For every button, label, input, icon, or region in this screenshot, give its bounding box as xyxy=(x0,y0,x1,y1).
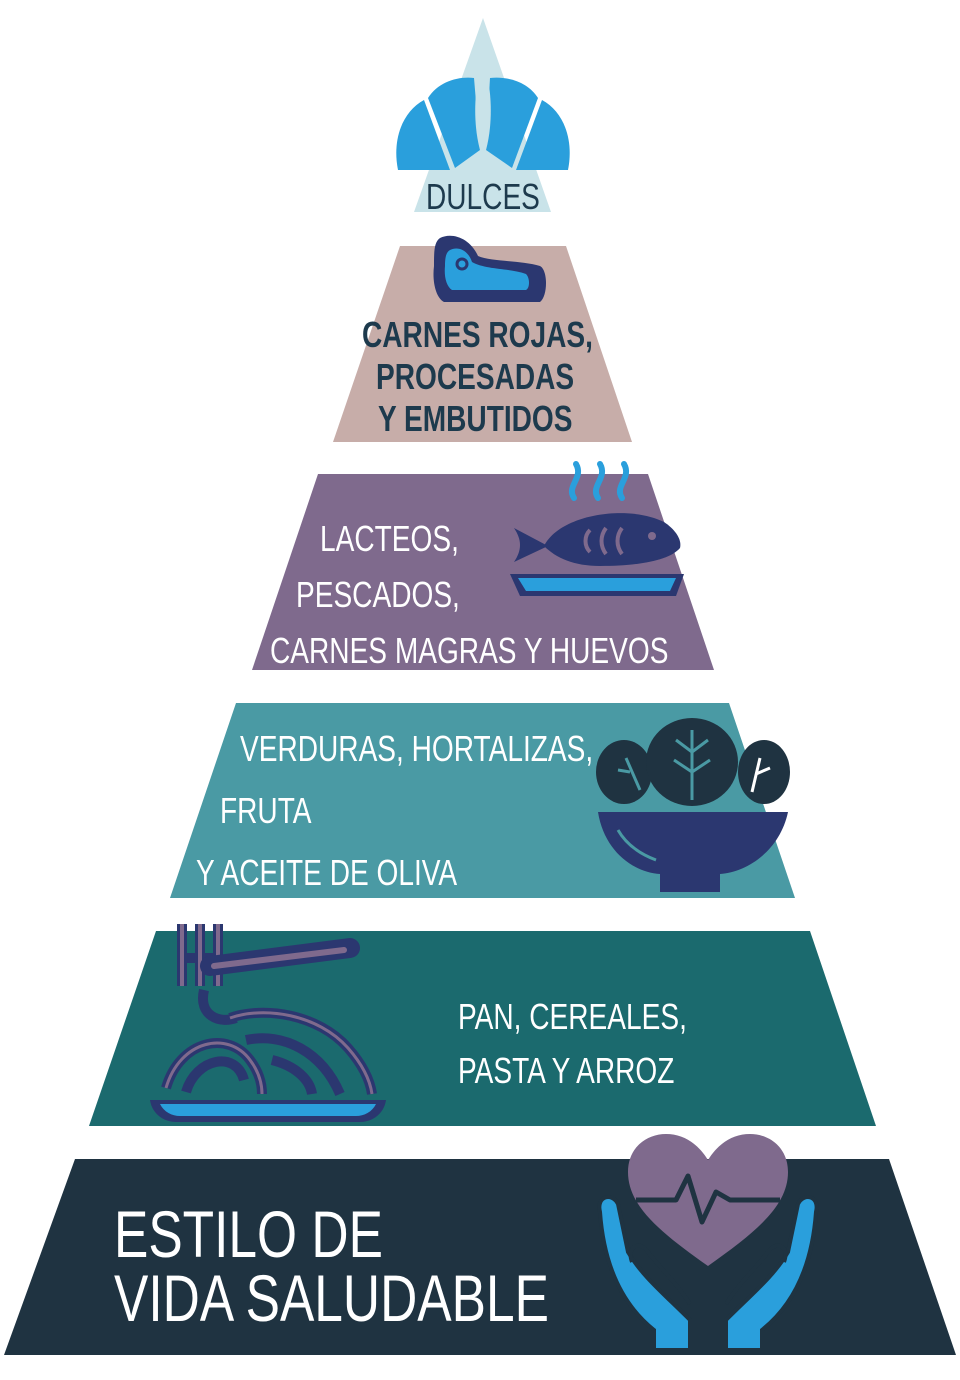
band-carnes-rojas xyxy=(333,246,632,442)
croissant-icon xyxy=(396,77,570,170)
label-dulces: DULCES xyxy=(426,176,540,217)
label-carnes-rojas-line1: CARNES ROJAS, xyxy=(362,314,593,355)
label-lacteos-line3: CARNES MAGRAS Y HUEVOS xyxy=(270,630,669,671)
label-estilo-line2: VIDA SALUDABLE xyxy=(114,1261,549,1335)
fish-plate-icon xyxy=(510,461,684,596)
label-pan-line1: PAN, CEREALES, xyxy=(458,996,687,1037)
pyramid-bands xyxy=(4,18,956,1355)
heart-hands-icon xyxy=(597,1134,819,1352)
label-verduras-line3: Y ACEITE DE OLIVA xyxy=(196,852,458,893)
label-lacteos-line1: LACTEOS, xyxy=(320,518,459,559)
label-verduras-line2: FRUTA xyxy=(220,790,312,831)
pasta-fork-icon xyxy=(150,924,386,1122)
label-estilo-line1: ESTILO DE xyxy=(114,1197,383,1271)
label-carnes-rojas-line2: PROCESADAS xyxy=(376,356,575,397)
salad-bowl-icon xyxy=(596,718,790,892)
label-verduras-line1: VERDURAS, HORTALIZAS, xyxy=(240,728,594,769)
band-pan xyxy=(89,931,876,1126)
label-carnes-rojas-line3: Y EMBUTIDOS xyxy=(378,398,573,439)
label-pan-line2: PASTA Y ARROZ xyxy=(458,1050,675,1091)
steak-icon xyxy=(433,235,546,302)
label-lacteos-line2: PESCADOS, xyxy=(296,574,460,615)
